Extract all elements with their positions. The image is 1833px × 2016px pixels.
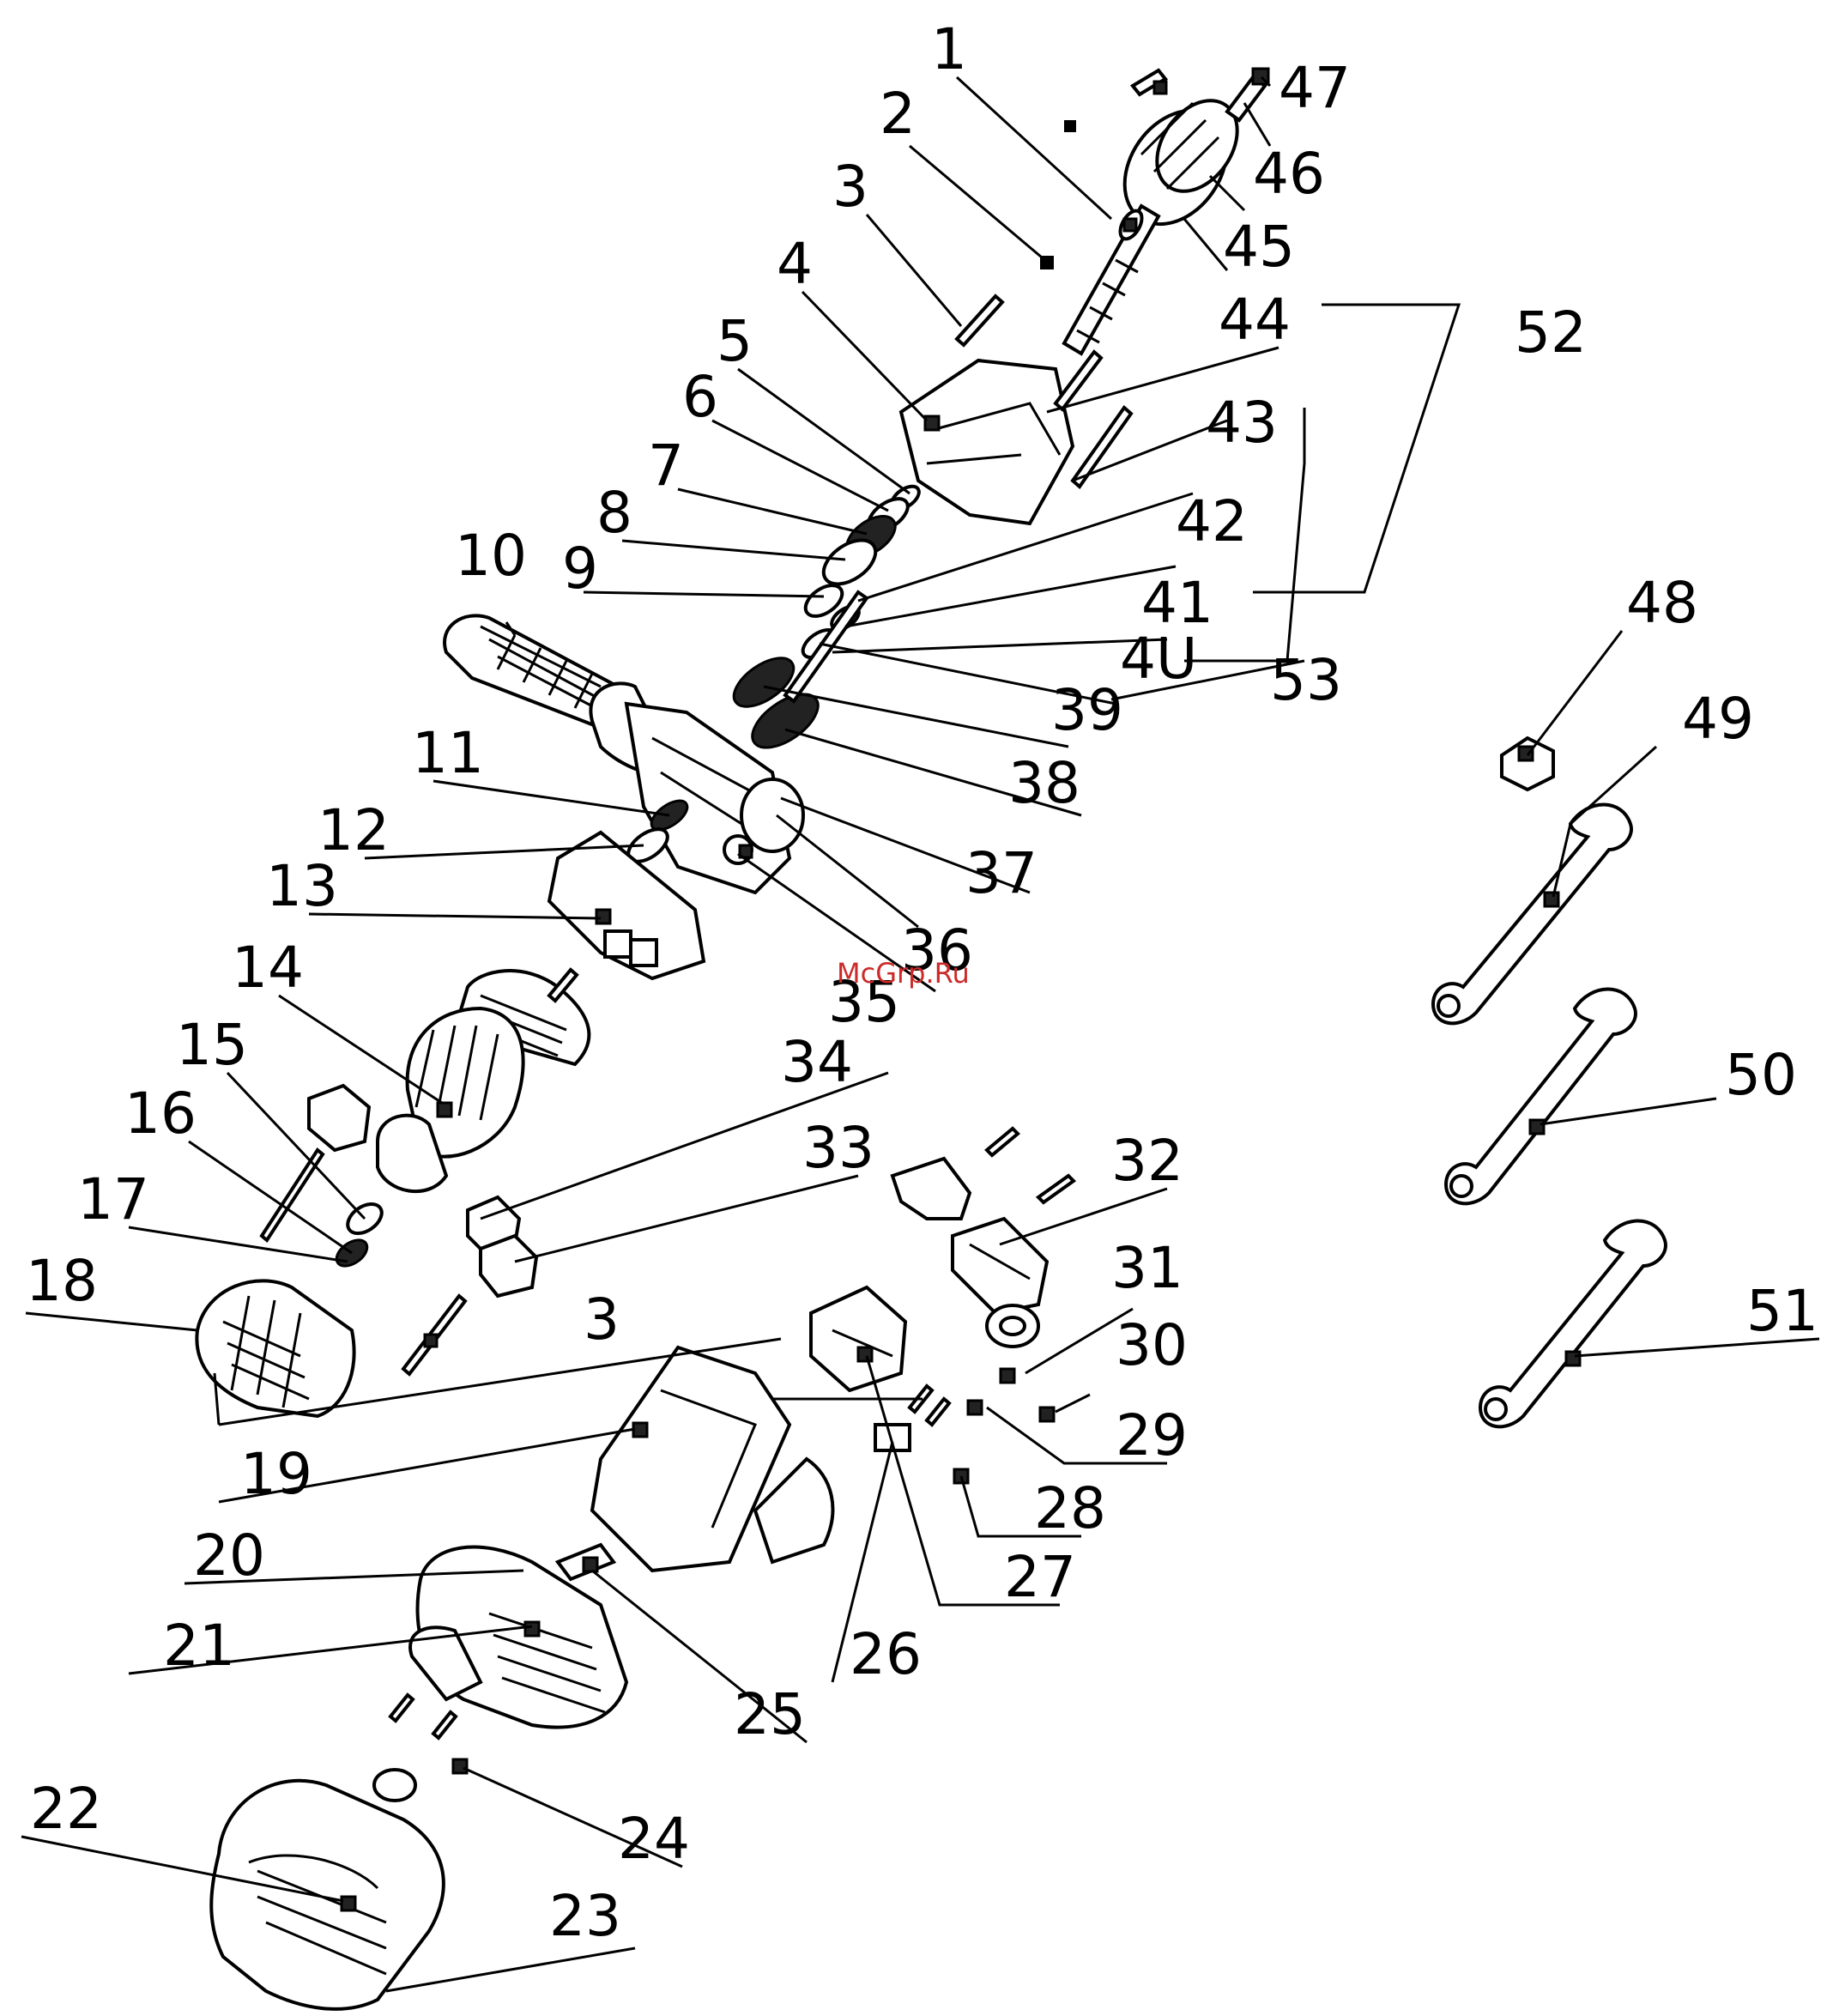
callout-2: 2 xyxy=(880,81,916,147)
callout-19: 19 xyxy=(240,1441,312,1507)
callout-48: 48 xyxy=(1626,570,1698,636)
callout-22: 22 xyxy=(30,1776,102,1842)
callout-51: 51 xyxy=(1746,1278,1818,1344)
callout-11: 11 xyxy=(412,720,484,786)
callout-50: 50 xyxy=(1725,1042,1797,1108)
callout-3: 3 xyxy=(832,154,868,220)
callout-9: 9 xyxy=(562,536,598,602)
rear-bearing xyxy=(262,1150,387,1271)
callout-39: 39 xyxy=(1051,677,1123,743)
stator xyxy=(197,1280,354,1416)
callout-1: 1 xyxy=(931,16,967,82)
callout-14: 14 xyxy=(232,935,304,1001)
callout-17: 17 xyxy=(77,1166,149,1232)
callout-43: 43 xyxy=(1206,390,1278,456)
spindle-shaft xyxy=(1064,206,1158,354)
callout-49: 49 xyxy=(1682,686,1754,752)
callout-38: 38 xyxy=(1008,750,1080,816)
callout-25: 25 xyxy=(734,1681,806,1747)
callout-21: 21 xyxy=(163,1613,235,1679)
callout-30: 30 xyxy=(1116,1312,1188,1378)
callout-32: 32 xyxy=(1111,1128,1183,1194)
end-cap xyxy=(211,1770,444,2009)
wrench-50 xyxy=(1446,990,1636,1204)
callout-7: 7 xyxy=(648,433,684,499)
callout-10: 10 xyxy=(455,523,527,589)
callout-3b: 3 xyxy=(584,1286,620,1353)
callout-26: 26 xyxy=(850,1621,922,1687)
callout-44: 44 xyxy=(1219,287,1291,353)
callout-4: 4 xyxy=(777,231,813,297)
callout-37: 37 xyxy=(965,840,1037,906)
callout-28: 28 xyxy=(1034,1475,1106,1541)
callout-34: 34 xyxy=(781,1029,853,1095)
callout-41: 41 xyxy=(1141,570,1213,636)
callout-15: 15 xyxy=(176,1012,248,1078)
callout-13: 13 xyxy=(266,853,338,919)
callout-31: 31 xyxy=(1111,1235,1183,1301)
callout-53: 53 xyxy=(1270,647,1342,713)
callout-27: 27 xyxy=(1004,1544,1076,1610)
accessory-nut xyxy=(1502,738,1553,790)
watermark: McGrp.Ru xyxy=(837,957,970,990)
callout-42: 42 xyxy=(1176,488,1248,554)
wrench-51 xyxy=(1480,1221,1666,1427)
callout-8: 8 xyxy=(596,480,632,546)
switch-assembly xyxy=(892,1129,1074,1421)
callout-23: 23 xyxy=(549,1883,621,1949)
gear-housing xyxy=(901,360,1073,524)
callout-24: 24 xyxy=(618,1806,690,1872)
center-markers xyxy=(1040,120,1076,269)
callout-6: 6 xyxy=(682,364,718,430)
brush-block xyxy=(309,1086,369,1150)
screw-middle xyxy=(403,1296,465,1374)
callout-20: 20 xyxy=(193,1523,265,1589)
parts-layer xyxy=(197,69,1666,2009)
callout-52: 52 xyxy=(1515,300,1587,366)
callout-46: 46 xyxy=(1253,141,1325,207)
callout-33: 33 xyxy=(802,1115,874,1181)
motor-housing xyxy=(592,1347,832,1571)
callout-45: 45 xyxy=(1223,214,1295,280)
callout-5: 5 xyxy=(717,308,753,374)
callout-47: 47 xyxy=(1279,55,1351,121)
rear-screws xyxy=(390,1695,467,1773)
callout-16: 16 xyxy=(124,1081,197,1147)
callout-18: 18 xyxy=(26,1248,98,1314)
callout-29: 29 xyxy=(1116,1402,1188,1468)
